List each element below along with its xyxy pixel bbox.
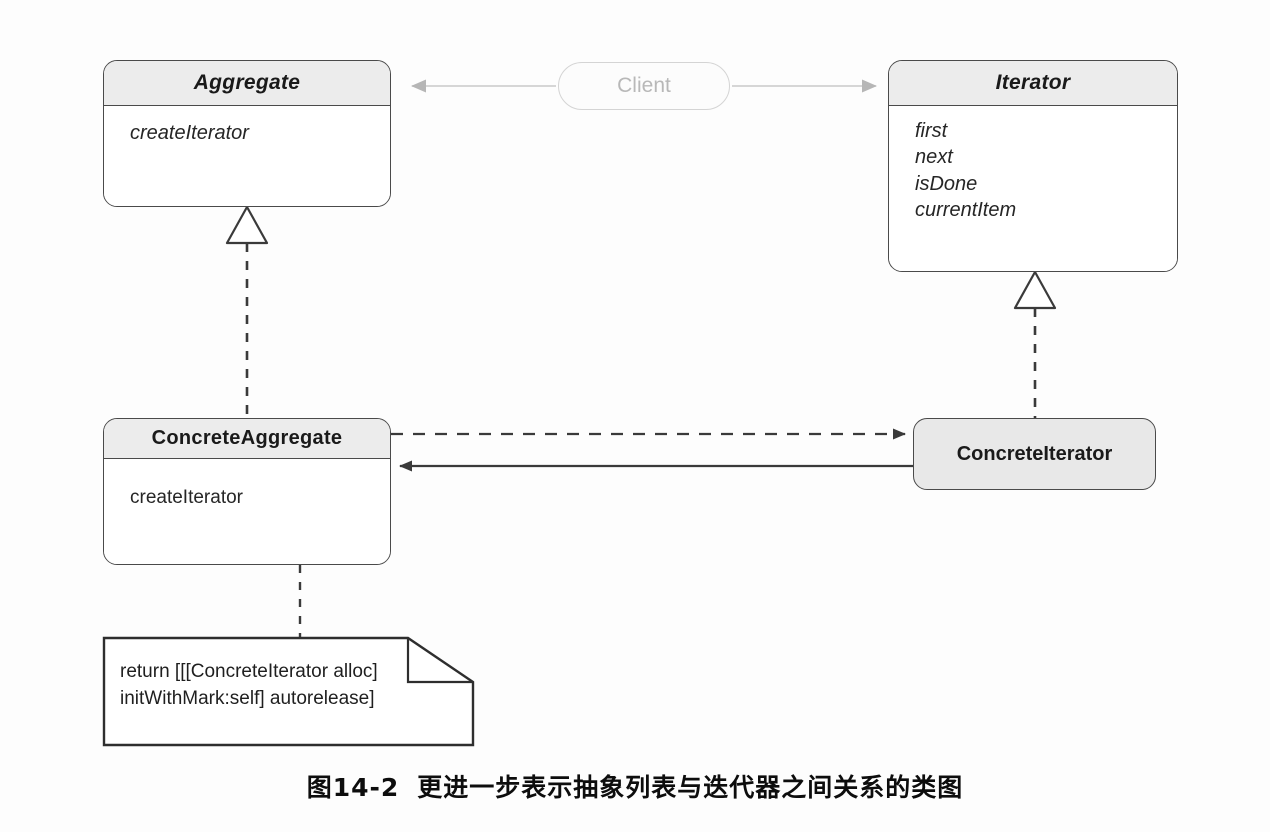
- operation-current-item: currentItem: [915, 199, 1017, 222]
- class-box-aggregate[interactable]: Aggregate createIterator: [103, 60, 391, 207]
- client-node[interactable]: Client: [558, 62, 730, 110]
- note-text: return [[[ConcreteIterator alloc] initWi…: [120, 659, 470, 713]
- note-shape: [102, 636, 475, 747]
- operation-next: next: [915, 146, 953, 169]
- note-box[interactable]: return [[[ConcreteIterator alloc] initWi…: [103, 637, 474, 746]
- figure-caption: 图14-2 更进一步表示抽象列表与迭代器之间关系的类图: [0, 768, 1270, 804]
- relation-concreteaggregate-realizes-aggregate: [225, 205, 269, 418]
- relation-concreteiterator-realizes-iterator: [1013, 270, 1057, 418]
- figure-number: 图14-2: [306, 773, 400, 802]
- client-label: Client: [617, 74, 671, 97]
- class-name-iterator: Iterator: [889, 61, 1177, 106]
- class-box-concrete-aggregate[interactable]: ConcreteAggregate createIterator: [103, 418, 391, 565]
- figure-caption-text: 更进一步表示抽象列表与迭代器之间关系的类图: [417, 773, 964, 802]
- operation-create-iterator: createIterator: [130, 122, 249, 144]
- note-line-1: return [[[ConcreteIterator alloc]: [120, 661, 378, 682]
- operation-first: first: [915, 120, 948, 142]
- class-name-concrete-iterator: ConcreteIterator: [956, 442, 1113, 465]
- class-operations-iterator: first next isDone currentItem: [889, 106, 1177, 271]
- class-name-concrete-aggregate: ConcreteAggregate: [104, 419, 390, 459]
- note-line-2: initWithMark:self] autorelease]: [120, 687, 375, 709]
- class-box-iterator[interactable]: Iterator first next isDone currentItem: [888, 60, 1178, 272]
- class-operations-concrete-aggregate: createIterator: [104, 459, 390, 564]
- operation-is-done: isDone: [915, 172, 978, 195]
- class-name-aggregate: Aggregate: [104, 61, 390, 106]
- class-box-concrete-iterator[interactable]: ConcreteIterator: [913, 418, 1156, 490]
- operation-create-iterator-impl: createIterator: [130, 487, 243, 508]
- class-operations-aggregate: createIterator: [104, 106, 390, 206]
